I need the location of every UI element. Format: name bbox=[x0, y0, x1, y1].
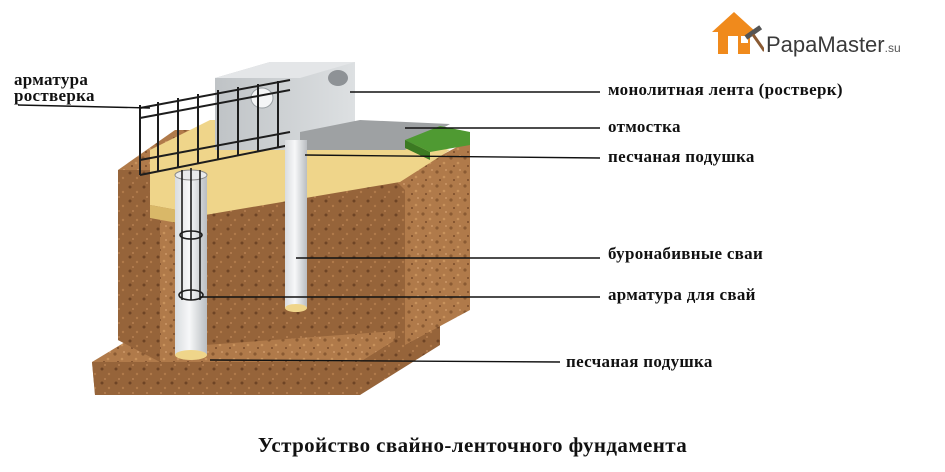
logo-suffix: .su bbox=[884, 41, 901, 55]
logo-name: PapaMaster bbox=[766, 32, 885, 57]
house-hammer-icon bbox=[712, 12, 764, 54]
label-pile-rebar: арматура для свай bbox=[608, 285, 756, 304]
soil-back-wall bbox=[205, 175, 410, 345]
bored-pile-left bbox=[174, 168, 208, 360]
label-bored-piles: буронабивные сваи bbox=[608, 244, 764, 263]
soil-right-block bbox=[395, 140, 470, 345]
label-otmostka: отмостка bbox=[608, 117, 681, 136]
label-sand-cushion-bottom: песчаная подушка bbox=[566, 352, 713, 371]
grass-patch bbox=[405, 126, 470, 160]
label-monolithic-strip: монолитная лента (ростверк) bbox=[608, 80, 843, 99]
label-sand-cushion-top: песчаная подушка bbox=[608, 147, 755, 166]
rostverk-rebar bbox=[139, 79, 291, 176]
bored-pile-right bbox=[285, 140, 307, 312]
pile-rebar bbox=[178, 168, 204, 301]
diagram-caption: Устройство свайно-ленточного фундамента bbox=[257, 433, 688, 457]
label-armatura-rostverka-1: арматура bbox=[14, 70, 89, 89]
papamaster-logo[interactable]: PapaMaster.su bbox=[708, 8, 933, 58]
label-armatura-rostverka-2: ростверка bbox=[14, 86, 95, 105]
leader-lines bbox=[17, 91, 601, 363]
